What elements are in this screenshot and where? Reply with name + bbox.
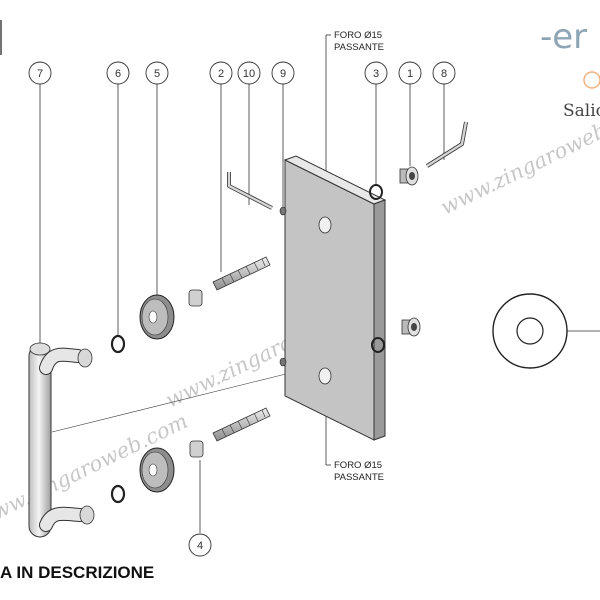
- callout-2: 2: [218, 68, 224, 80]
- svg-text:FORO Ø15: FORO Ø15: [334, 30, 382, 41]
- brand-logo: -er: [540, 17, 587, 57]
- door-panel: [283, 155, 387, 441]
- pull-handle: [28, 342, 95, 538]
- o-ring-right-icon: [369, 184, 385, 353]
- svg-text:FORO Ø15: FORO Ø15: [334, 460, 382, 471]
- footer-caption: A IN DESCRIZIONE: [0, 563, 155, 582]
- grub-screw-icon: [279, 206, 287, 367]
- washer-detail: [492, 293, 568, 369]
- hole-note-top: FORO Ø15 PASSANTE: [326, 30, 384, 53]
- rosette: [139, 294, 175, 493]
- spacer: [188, 289, 204, 458]
- callout-9: 9: [280, 68, 286, 80]
- bushing: [399, 166, 421, 337]
- hole-note-bottom: FORO Ø15 PASSANTE: [326, 460, 384, 483]
- callout-4: 4: [197, 540, 203, 552]
- wrench-icon: [425, 121, 468, 168]
- callout-10: 10: [243, 68, 255, 80]
- threaded-rod: [212, 256, 271, 442]
- svg-text:PASSANTE: PASSANTE: [334, 472, 384, 483]
- brand-subtext: Salic: [563, 101, 600, 121]
- callout-circles: [28, 61, 456, 557]
- callout-1: 1: [407, 68, 413, 80]
- hole-top-icon: [318, 216, 332, 234]
- o-ring-icon: [110, 334, 126, 504]
- callout-3: 3: [373, 68, 379, 80]
- hole-bottom-icon: [318, 367, 332, 385]
- callout-6: 6: [115, 68, 121, 80]
- callout-8: 8: [441, 68, 447, 80]
- allen-key-icon: [227, 172, 273, 210]
- callout-7: 7: [37, 68, 43, 80]
- brand-mark-icon: [583, 71, 600, 89]
- callout-5: 5: [154, 68, 160, 80]
- svg-text:PASSANTE: PASSANTE: [334, 42, 384, 53]
